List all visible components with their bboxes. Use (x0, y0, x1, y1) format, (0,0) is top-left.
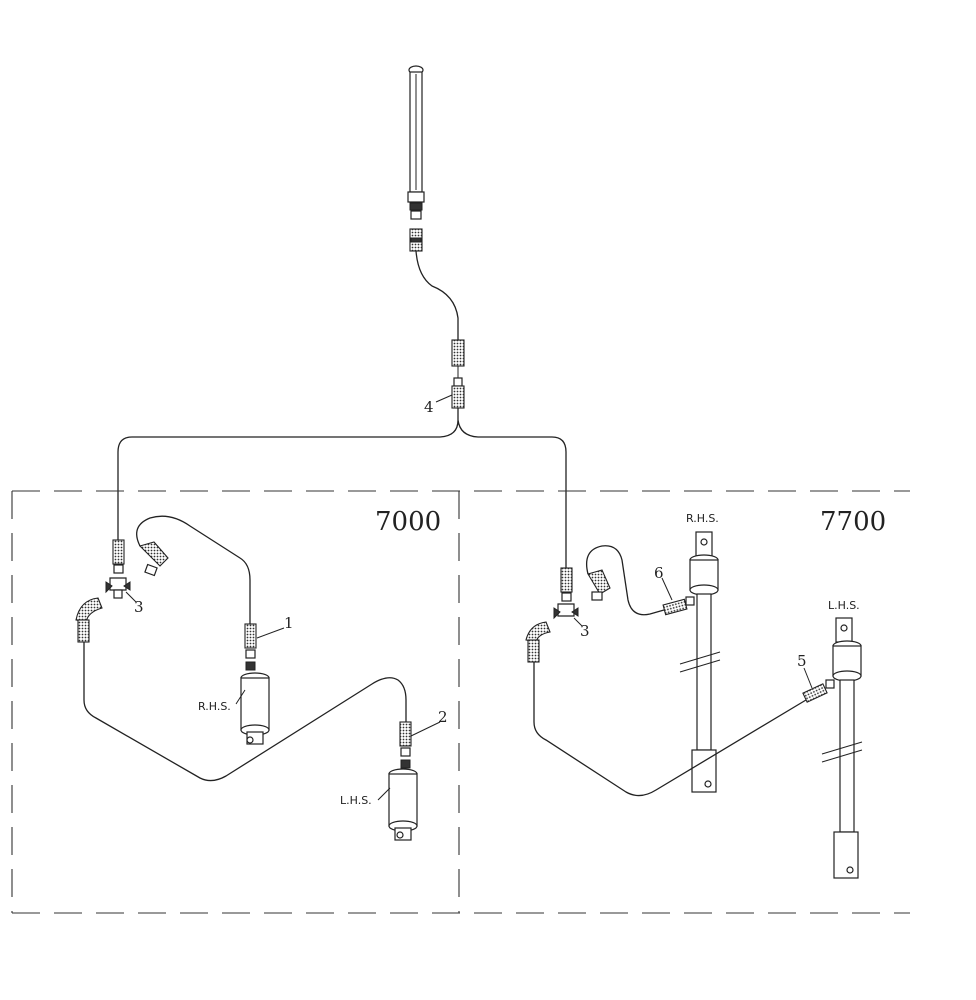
callout-1: 1 (284, 614, 294, 632)
callout-4-leader (435, 394, 453, 403)
model-7000-label: 7000 (375, 507, 441, 537)
callout-6-leader (661, 577, 673, 601)
rhs-left-label: R.H.S. (198, 700, 231, 713)
rhs-right-label: R.H.S. (686, 512, 719, 525)
callout-1-leader (256, 627, 285, 639)
split-hose (117, 408, 567, 568)
callout-3-right: 3 (580, 622, 590, 640)
callout-5: 5 (797, 652, 807, 670)
supply-hose-top (415, 250, 459, 340)
coupling-4 (451, 377, 465, 409)
callout-4: 4 (424, 398, 434, 416)
callout-3-left: 3 (134, 598, 144, 616)
lhs-left-label: L.H.S. (340, 794, 372, 807)
right-rhs-ram (679, 531, 721, 793)
left-fittings (75, 539, 169, 643)
lhs-right-label: L.H.S. (828, 599, 860, 612)
rhs-left-leader (235, 689, 246, 705)
right-coupling-5 (802, 679, 835, 703)
left-hose-rhs (136, 515, 251, 624)
callout-3-right-leader (573, 617, 583, 627)
callout-5-leader (803, 667, 813, 689)
panel-frame (11, 490, 910, 914)
left-rhs-coupling (244, 623, 257, 671)
left-rhs-cylinder (240, 672, 270, 745)
right-hose-rhs (585, 545, 665, 616)
right-hose-lhs (533, 662, 807, 797)
callout-6: 6 (654, 564, 664, 582)
coupling-upper (451, 339, 465, 378)
model-7700-label: 7700 (820, 507, 886, 537)
top-master-cylinder (407, 65, 425, 252)
lhs-left-leader (377, 787, 391, 801)
left-lhs-coupling (399, 721, 412, 769)
left-lhs-cylinder (388, 768, 418, 841)
right-coupling-6 (662, 596, 695, 616)
right-fittings (525, 567, 611, 663)
callout-2-leader (410, 721, 441, 737)
callout-3-left-leader (125, 591, 137, 603)
callout-2: 2 (438, 708, 448, 726)
left-hose-lhs (83, 642, 407, 782)
right-lhs-ram (821, 617, 863, 879)
